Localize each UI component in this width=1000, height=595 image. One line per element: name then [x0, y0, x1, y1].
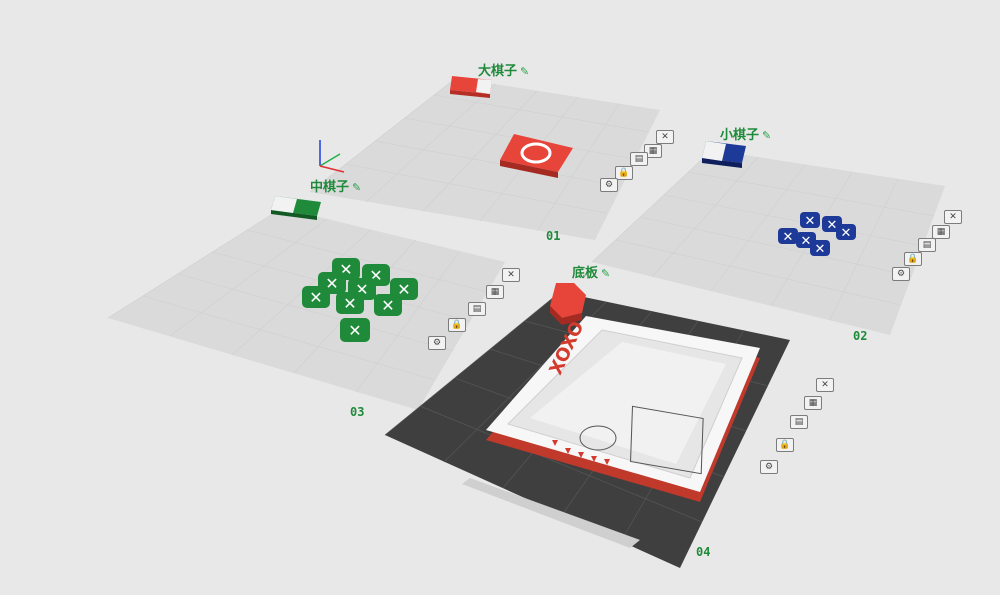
- plate-02-bed[interactable]: [592, 150, 945, 335]
- auto-arrange-icon[interactable]: ▦: [932, 225, 950, 239]
- edit-pen-icon[interactable]: ✎: [520, 65, 530, 78]
- svg-text:✕: ✕: [348, 321, 361, 340]
- auto-arrange-icon[interactable]: ▦: [804, 396, 822, 410]
- plate-layout-icon[interactable]: ▤: [468, 302, 486, 316]
- medium-x-pieces[interactable]: ✕ ✕ ✕ ✕ ✕ ✕ ✕ ✕ ✕: [302, 258, 418, 342]
- svg-text:✕: ✕: [841, 226, 852, 241]
- settings-icon[interactable]: ⚙: [428, 336, 446, 350]
- plate-04-filament-swatch: [550, 283, 586, 325]
- svg-text:✕: ✕: [309, 288, 322, 307]
- svg-text:✕: ✕: [381, 296, 394, 315]
- plate-03-bed[interactable]: [108, 208, 505, 410]
- svg-text:✕: ✕: [815, 242, 826, 257]
- settings-icon[interactable]: ⚙: [600, 178, 618, 192]
- lock-icon[interactable]: 🔒: [904, 252, 922, 266]
- edit-pen-icon[interactable]: ✎: [762, 129, 772, 142]
- close-icon[interactable]: ✕: [944, 210, 962, 224]
- plate-02-name-label[interactable]: 小棋子✎: [720, 128, 772, 143]
- plate-03-name-label[interactable]: 中棋子✎: [310, 180, 362, 195]
- svg-text:✕: ✕: [343, 294, 356, 313]
- lock-icon[interactable]: 🔒: [776, 438, 794, 452]
- small-x-pieces[interactable]: ✕ ✕ ✕ ✕ ✕ ✕: [778, 212, 856, 257]
- plate-01-number: 01: [546, 229, 561, 243]
- svg-text:✕: ✕: [783, 230, 794, 245]
- plate-03-filament-swatch: [271, 196, 321, 220]
- svg-text:✕: ✕: [827, 218, 838, 233]
- plate-layout-icon[interactable]: ▤: [790, 415, 808, 429]
- base-board-model[interactable]: XOXO: [486, 316, 760, 502]
- close-icon[interactable]: ✕: [656, 130, 674, 144]
- settings-icon[interactable]: ⚙: [760, 460, 778, 474]
- close-icon[interactable]: ✕: [816, 378, 834, 392]
- plate-02-number: 02: [853, 329, 868, 343]
- plate-03-number: 03: [350, 405, 365, 419]
- settings-icon[interactable]: ⚙: [892, 267, 910, 281]
- plate-layout-icon[interactable]: ▤: [630, 152, 648, 166]
- auto-arrange-icon[interactable]: ▦: [644, 144, 662, 158]
- edit-pen-icon[interactable]: ✎: [352, 181, 362, 194]
- svg-text:✕: ✕: [801, 234, 812, 249]
- edit-pen-icon[interactable]: ✎: [601, 267, 611, 280]
- plate-04-name-label[interactable]: 底板✎: [572, 266, 611, 281]
- svg-text:✕: ✕: [805, 214, 816, 229]
- close-icon[interactable]: ✕: [502, 268, 520, 282]
- lock-icon[interactable]: 🔒: [615, 166, 633, 180]
- svg-text:✕: ✕: [397, 280, 410, 299]
- axis-gizmo: [319, 140, 345, 173]
- large-o-piece[interactable]: [500, 134, 573, 178]
- lock-icon[interactable]: 🔒: [448, 318, 466, 332]
- plate-01-filament-swatch: [450, 76, 492, 98]
- plate-01-name-label[interactable]: 大棋子✎: [478, 64, 530, 79]
- plate-04-front-strip: [462, 478, 640, 548]
- plate-01-bed[interactable]: [310, 78, 660, 240]
- plate-layout-icon[interactable]: ▤: [918, 238, 936, 252]
- auto-arrange-icon[interactable]: ▦: [486, 285, 504, 299]
- plate-02-filament-swatch: [702, 141, 746, 168]
- plate-04-number: 04: [696, 545, 711, 559]
